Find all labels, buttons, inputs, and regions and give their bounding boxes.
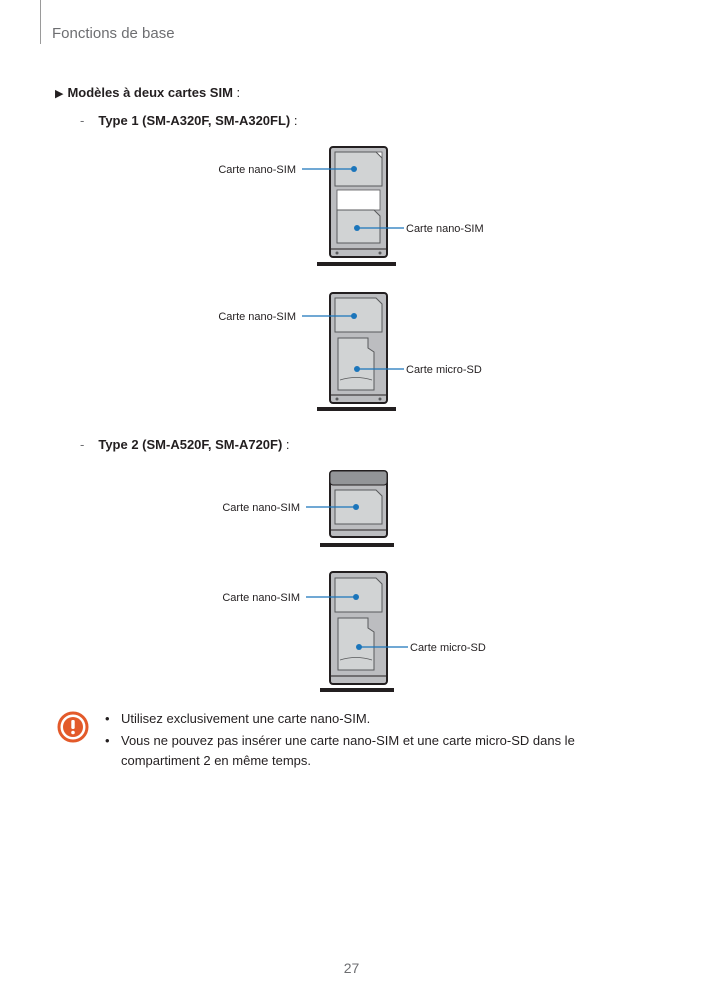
note-item: • Utilisez exclusivement une carte nano-… [105, 709, 625, 729]
section-heading: ▶Modèles à deux cartes SIM : [55, 85, 240, 100]
tray-2-nano-card [334, 297, 383, 333]
page-number: 27 [343, 960, 360, 976]
tray-3-label: Carte nano-SIM [222, 502, 300, 514]
caution-notes: • Utilisez exclusivement une carte nano-… [105, 709, 625, 773]
tray-2-upper-label: Carte nano-SIM [218, 311, 296, 323]
type1-dash: - [80, 113, 85, 128]
tray-4-base [320, 688, 394, 692]
type2-dash: - [80, 437, 85, 452]
note-item: • Vous ne pouvez pas insérer une carte n… [105, 731, 625, 771]
type1-heading: -Type 1 (SM-A320F, SM-A320FL) : [80, 113, 298, 128]
tray-1-nano-card-1 [334, 151, 383, 187]
tray-4-micro-sd-card [337, 617, 375, 671]
type2-colon: : [282, 437, 290, 452]
section-colon: : [232, 85, 241, 100]
tray-1-base [317, 262, 396, 266]
note-text: Utilisez exclusivement une carte nano-SI… [121, 711, 371, 726]
tray-4-upper-label: Carte nano-SIM [222, 592, 300, 604]
tray-2: Carte nano-SIM Carte micro-SD [218, 292, 482, 411]
header-title: Fonctions de base [52, 25, 175, 42]
tray-1: Carte nano-SIM Carte nano-SIM [218, 146, 484, 266]
section-title: Modèles à deux cartes SIM [67, 85, 233, 100]
header-rule [40, 0, 41, 44]
tray-1-lower-label: Carte nano-SIM [406, 223, 484, 235]
note-text: Vous ne pouvez pas insérer une carte nan… [121, 733, 575, 768]
tray-4-nano-card [334, 577, 383, 613]
tray-2-base [317, 407, 396, 411]
triangle-right-icon: ▶ [55, 88, 64, 100]
tray-2-lower-label: Carte micro-SD [406, 364, 482, 376]
type1-title: Type 1 (SM-A320F, SM-A320FL) [98, 113, 291, 128]
type2-heading: -Type 2 (SM-A520F, SM-A720F) : [80, 437, 290, 452]
tray-4-lower-label: Carte micro-SD [410, 642, 486, 654]
tray-1-upper-label: Carte nano-SIM [218, 164, 296, 176]
type2-title: Type 2 (SM-A520F, SM-A720F) [98, 437, 283, 452]
bullet: • [105, 711, 110, 726]
type1-colon: : [290, 113, 298, 128]
tray-1-slot-2-window [336, 189, 381, 211]
tray-3: Carte nano-SIM [222, 470, 394, 547]
tray-2-micro-sd-card [337, 337, 375, 391]
tray-4: Carte nano-SIM Carte micro-SD [222, 571, 486, 692]
exclamation-icon [57, 711, 89, 743]
tray-3-base [320, 543, 394, 547]
bullet: • [105, 733, 110, 748]
